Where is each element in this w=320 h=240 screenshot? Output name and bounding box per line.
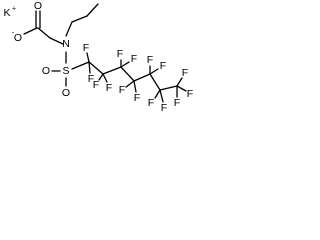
bond-c6-f-left [154,89,161,99]
sulfonyl-oxygen-left-label: O [42,65,50,77]
bond-propyl-2 [71,15,88,23]
sulfonyl-oxygen-bottom-label: O [62,87,70,99]
bond-c6-c7 [159,85,178,91]
bond-c4-c5 [133,73,151,82]
bond-c4-f-left [125,80,135,88]
bond-ch2-n [49,37,64,45]
carboxylate-oxygen-label: O [14,32,22,44]
bond-c1-c2 [88,61,104,75]
fluorine-label: F [161,102,167,114]
potassium-charge: + [12,6,16,13]
atom-labels: K + O O - N S O O F F F F F F F F F F F … [3,0,193,114]
fluorine-label: F [106,82,112,94]
bond-c4-f-down [133,80,137,93]
fluorine-label: F [117,48,123,60]
bond-c2-f-left [98,73,104,81]
fluorine-label: F [88,73,94,85]
sulfur-label: S [62,65,69,77]
fluorine-label: F [131,53,137,65]
fluorine-label: F [187,88,193,100]
bond-c7-f-right [176,85,187,92]
bond-c2-c3 [102,66,122,75]
chemical-structure: K + O O - N S O O F F F F F F F F F F F … [3,0,193,114]
fluorine-label: F [134,92,140,104]
fluorine-label: F [182,67,188,79]
fluorine-label: F [119,84,125,96]
bond-c5-f-right [149,68,159,75]
fluorine-label: F [174,97,180,109]
bond-c1-f-up [86,52,90,63]
bond-c1-f-down [88,61,91,74]
fluorine-label: F [83,42,89,54]
fluorine-label: F [93,79,99,91]
nitrogen-label: N [62,38,70,50]
bond-n-propyl-1 [65,21,73,37]
bond-c7-f-up [176,77,183,87]
bond-c-ch2 [37,27,51,39]
bond-propyl-3 [86,3,99,17]
carbonyl-oxygen-label: O [34,0,42,12]
fluorine-label: F [147,54,153,66]
fluorine-label: F [148,97,154,109]
bond-c3-c4 [120,66,135,82]
bond-c3-f-right [120,61,130,68]
carboxylate-oxygen-charge: - [12,30,15,37]
bond-s-c1 [71,61,90,70]
bonds [23,3,187,103]
bond-c2-f-down [102,73,108,83]
bond-carboxylate-o-c [23,27,38,35]
bond-c6-f-down [159,89,164,103]
bond-c5-c6 [149,73,161,91]
potassium-label: K [3,7,10,19]
fluorine-label: F [160,60,166,72]
